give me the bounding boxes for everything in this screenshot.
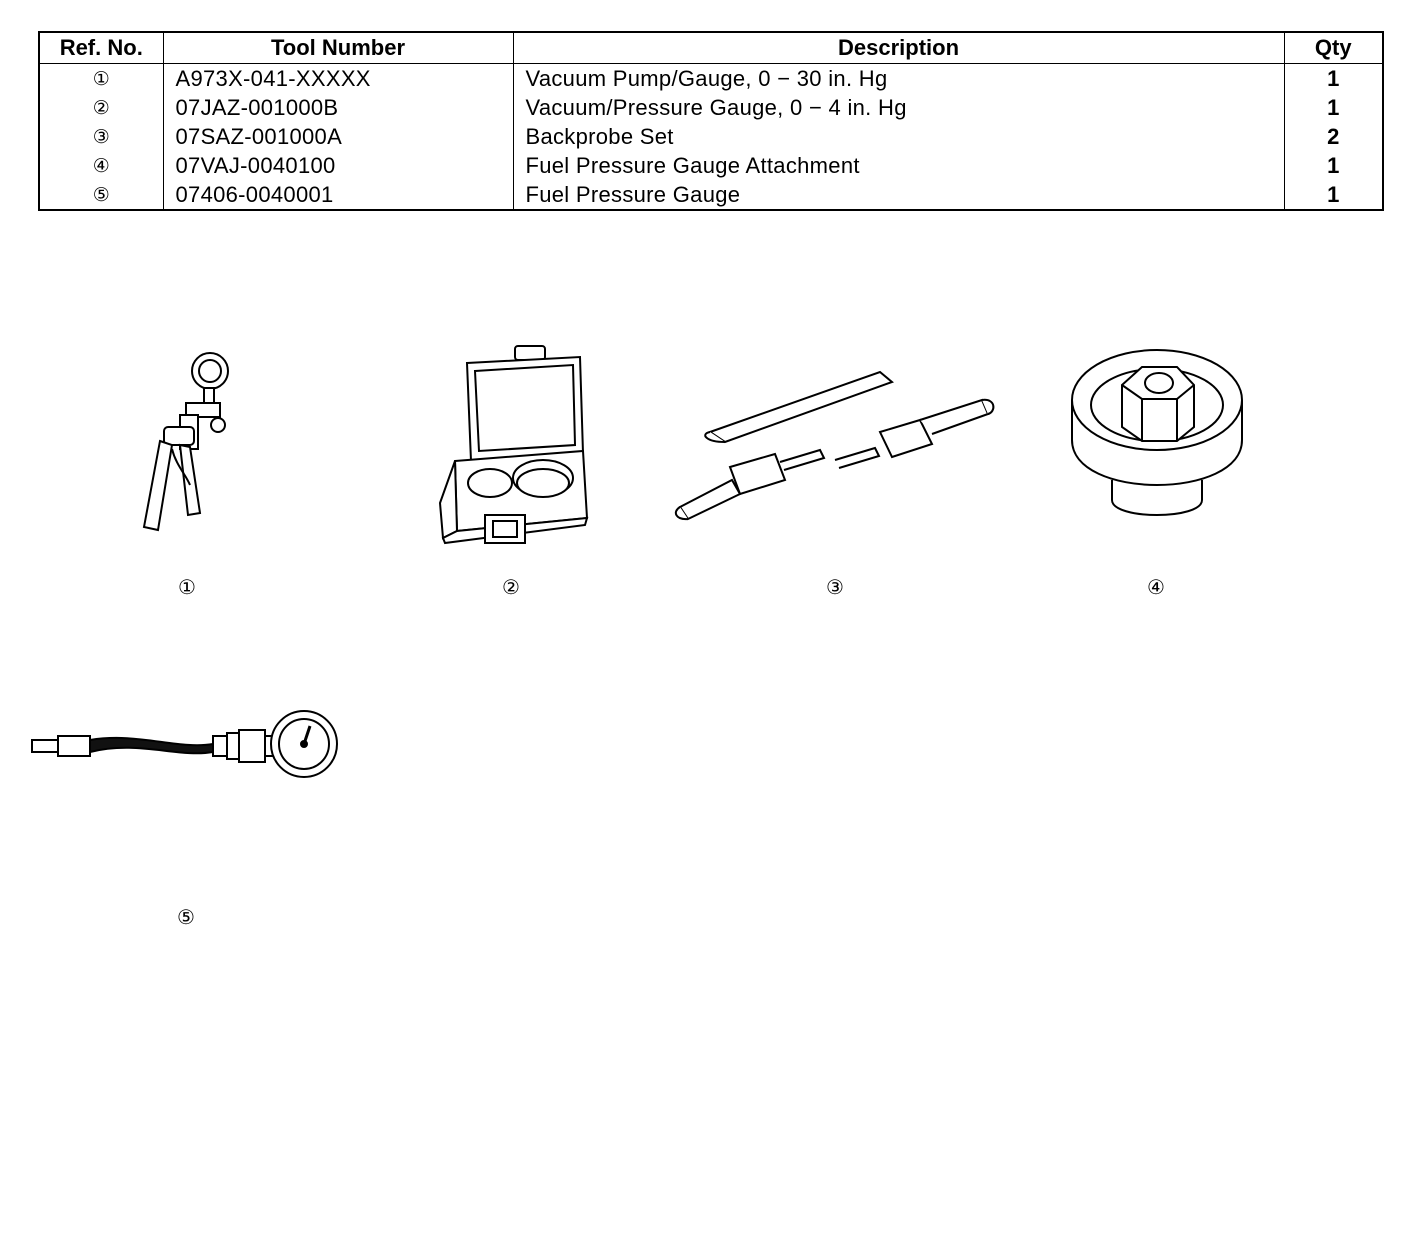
row-ref: ④ — [38, 151, 164, 180]
row-qty: 2 — [1283, 122, 1384, 151]
header-tool-number: Tool Number — [162, 32, 514, 64]
illustration-label-4: ④ — [1147, 575, 1165, 599]
row-qty: 1 — [1283, 63, 1384, 93]
table-header-row: Ref. No. Tool Number Description Qty — [38, 32, 1384, 64]
illustration-label-2: ② — [502, 575, 520, 599]
row-description: Vacuum/Pressure Gauge, 0 − 4 in. Hg — [512, 93, 1285, 122]
row-description: Vacuum Pump/Gauge, 0 − 30 in. Hg — [512, 63, 1285, 93]
row-tool-number: 07406-0040001 — [162, 180, 514, 210]
gauge-case-illustration — [438, 345, 589, 545]
row-description: Fuel Pressure Gauge — [512, 180, 1285, 210]
table-row: ② 07JAZ-001000B Vacuum/Pressure Gauge, 0… — [38, 93, 1384, 122]
row-qty: 1 — [1283, 93, 1384, 122]
special-tools-table: Ref. No. Tool Number Description Qty ① A… — [38, 31, 1384, 211]
header-description: Description — [512, 32, 1285, 64]
fuel-pressure-gauge-illustration — [31, 710, 338, 778]
header-ref-no: Ref. No. — [38, 32, 164, 64]
row-tool-number: 07SAZ-001000A — [162, 122, 514, 151]
header-qty: Qty — [1283, 32, 1384, 64]
table-row: ④ 07VAJ-0040100 Fuel Pressure Gauge Atta… — [38, 151, 1384, 180]
table-row: ① A973X-041-XXXXX Vacuum Pump/Gauge, 0 −… — [38, 63, 1384, 93]
row-description: Fuel Pressure Gauge Attachment — [512, 151, 1285, 180]
vacuum-pump-illustration — [142, 352, 229, 532]
row-ref: ② — [38, 93, 164, 122]
table-row: ⑤ 07406-0040001 Fuel Pressure Gauge 1 — [38, 180, 1384, 210]
row-qty: 1 — [1283, 151, 1384, 180]
row-ref: ① — [38, 63, 164, 93]
row-qty: 1 — [1283, 180, 1384, 210]
illustration-label-1: ① — [178, 575, 196, 599]
table-row: ③ 07SAZ-001000A Backprobe Set 2 — [38, 122, 1384, 151]
row-description: Backprobe Set — [512, 122, 1285, 151]
row-tool-number: 07JAZ-001000B — [162, 93, 514, 122]
backprobe-set-illustration — [674, 370, 995, 521]
row-ref: ③ — [38, 122, 164, 151]
row-ref: ⑤ — [38, 180, 164, 210]
illustration-label-5: ⑤ — [177, 905, 195, 929]
gauge-attachment-illustration — [1071, 349, 1243, 516]
row-tool-number: A973X-041-XXXXX — [162, 63, 514, 93]
row-tool-number: 07VAJ-0040100 — [162, 151, 514, 180]
illustration-label-3: ③ — [826, 575, 844, 599]
